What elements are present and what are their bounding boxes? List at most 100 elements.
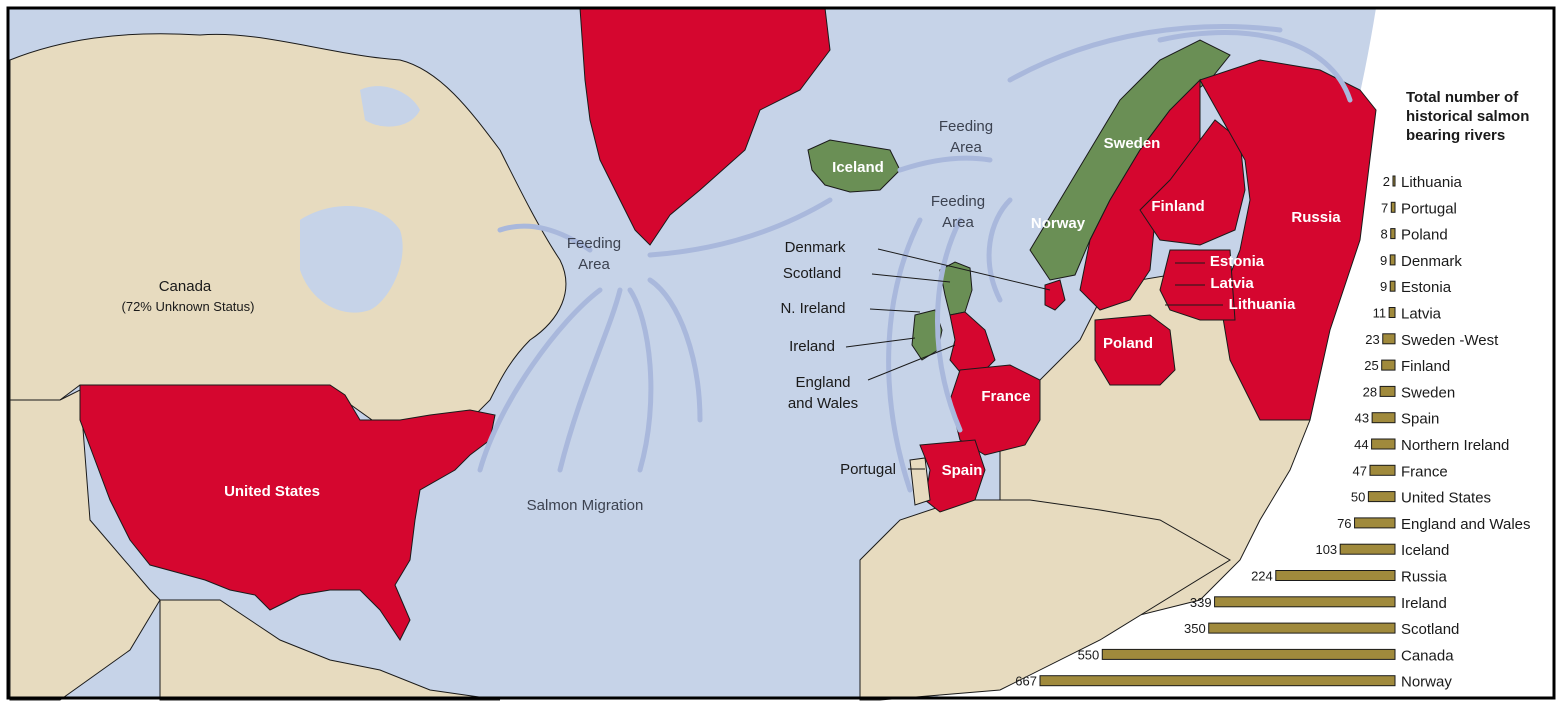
bar-france (1369, 464, 1396, 476)
label-spain: Spain (942, 462, 983, 479)
feeding-area-3-line1: Feeding (931, 193, 985, 210)
bar-label: Poland (1401, 227, 1448, 244)
bar-value: 47 (1353, 463, 1367, 478)
bar-label: Estonia (1401, 279, 1452, 296)
bar-value: 28 (1363, 384, 1377, 399)
bar-iceland (1339, 543, 1396, 555)
bar-portugal (1390, 201, 1396, 213)
feeding-area-2-line2: Area (950, 139, 982, 156)
bar-label: Scotland (1401, 621, 1459, 638)
bar-northern-ireland (1371, 438, 1396, 450)
bar-value: 25 (1364, 358, 1378, 373)
bar-poland (1390, 228, 1396, 240)
bar-value: 76 (1337, 516, 1351, 531)
feeding-area-3-line2: Area (942, 214, 974, 231)
bar-label: France (1401, 463, 1448, 480)
label-scotland: Scotland (783, 265, 841, 282)
label-iceland: Iceland (832, 159, 884, 176)
migration-arrows (477, 24, 1353, 493)
west-coast-land (9, 389, 161, 701)
bar-label: Northern Ireland (1401, 437, 1509, 454)
label-poland: Poland (1103, 335, 1153, 352)
bar-label: Canada (1401, 647, 1454, 664)
hudson-bay (300, 206, 403, 313)
bar-label: England and Wales (1401, 516, 1531, 533)
bar-label: Latvia (1401, 306, 1442, 323)
label-n-ireland: N. Ireland (780, 300, 845, 317)
bar-value: 224 (1251, 569, 1273, 584)
bar-label: United States (1401, 490, 1491, 507)
chart-title-line3: bearing rivers (1406, 127, 1505, 144)
label-finland: Finland (1151, 198, 1204, 215)
bar-label: Iceland (1401, 542, 1449, 559)
leader-lines (845, 248, 1223, 470)
bar-norway (1039, 675, 1396, 687)
bar-finland (1381, 359, 1396, 371)
bar-value: 11 (1373, 306, 1387, 321)
label-norway: Norway (1031, 215, 1086, 232)
mexico-land (159, 599, 501, 701)
bar-sweden (1379, 385, 1396, 397)
label-ireland: Ireland (789, 338, 835, 355)
united-states-region (79, 384, 496, 641)
bar-sweden-west (1382, 333, 1396, 345)
label-latvia: Latvia (1210, 275, 1254, 292)
bar-label: Finland (1401, 358, 1450, 375)
label-england: England (795, 374, 850, 391)
bar-england-and-wales (1354, 517, 1396, 529)
bar-scotland (1208, 622, 1396, 634)
portugal-region (909, 457, 931, 506)
bar-value: 667 (1015, 674, 1037, 689)
denmark-region (1044, 279, 1066, 311)
feeding-area-1-line1: Feeding (567, 235, 621, 252)
bar-estonia (1389, 280, 1396, 292)
bar-value: 339 (1190, 595, 1212, 610)
bar-value: 9 (1380, 253, 1387, 268)
bar-value: 9 (1380, 279, 1387, 294)
bar-denmark (1389, 254, 1396, 266)
feeding-area-2-line1: Feeding (939, 118, 993, 135)
map-border (6, 6, 1556, 700)
bar-label: Sweden (1401, 384, 1455, 401)
bar-label: Ireland (1401, 595, 1447, 612)
bar-value: 2 (1383, 174, 1390, 189)
bar-value: 350 (1184, 621, 1206, 636)
bar-spain (1371, 412, 1396, 424)
chart-panel (920, 8, 1562, 704)
bar-value: 550 (1078, 647, 1100, 662)
canada-land (9, 33, 567, 441)
label-canada-note: (72% Unknown Status) (122, 299, 255, 314)
bar-value: 23 (1365, 332, 1379, 347)
label-united-states: United States (224, 483, 320, 500)
chart-title-line1: Total number of (1406, 89, 1519, 106)
bar-value: 8 (1381, 227, 1388, 242)
bar-label: Portugal (1401, 200, 1457, 217)
label-and-wales: and Wales (788, 395, 858, 412)
russia-region (1199, 59, 1377, 421)
iceland-region (807, 139, 901, 193)
bar-canada (1101, 648, 1396, 660)
finland-region (1139, 119, 1246, 246)
bar-value: 7 (1381, 200, 1388, 215)
greenland-region (579, 7, 831, 246)
bar-label: Norway (1401, 674, 1452, 691)
bar-value: 44 (1354, 437, 1368, 452)
label-estonia: Estonia (1210, 253, 1265, 270)
label-russia: Russia (1291, 209, 1341, 226)
feeding-area-1-line2: Area (578, 256, 610, 273)
salmon-migration-label: Salmon Migration (527, 497, 644, 514)
label-denmark: Denmark (785, 239, 846, 256)
bar-label: Spain (1401, 411, 1439, 428)
bar-russia (1275, 570, 1396, 581)
bar-latvia (1388, 307, 1396, 318)
scotland-region (939, 261, 973, 316)
label-lithuania: Lithuania (1229, 296, 1296, 313)
label-sweden: Sweden (1104, 135, 1161, 152)
bar-united-states (1367, 491, 1396, 503)
chart-title-line2: historical salmon (1406, 108, 1529, 125)
label-canada: Canada (159, 278, 212, 295)
bar-label: Denmark (1401, 253, 1462, 270)
